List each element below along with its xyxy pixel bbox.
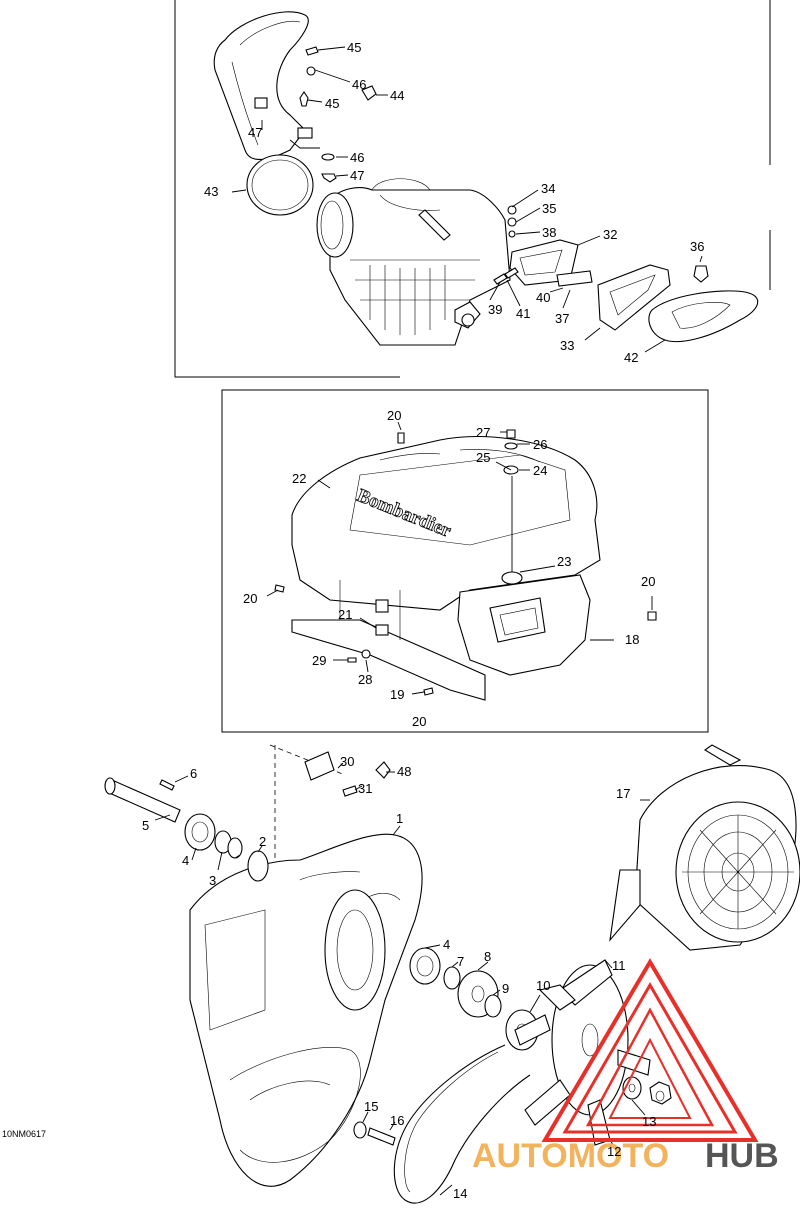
cover-assembly-frame: Bombardier <box>221 389 709 733</box>
callout-33: 33 <box>560 338 574 353</box>
callout-10: 10 <box>536 978 550 993</box>
callout-45: 45 <box>347 40 361 55</box>
mounting-bracket <box>291 580 486 701</box>
callout-19: 19 <box>390 687 404 702</box>
callout-26: 26 <box>533 437 547 452</box>
callout-29: 29 <box>312 653 326 668</box>
watermark-logo-icon <box>541 958 759 1142</box>
callout-38: 38 <box>542 225 556 240</box>
fan-shroud <box>609 744 800 951</box>
callout-20: 20 <box>412 714 426 729</box>
callout-7: 7 <box>457 954 464 969</box>
air-duct-parts <box>493 205 759 343</box>
callout-4: 4 <box>182 853 189 868</box>
engine-assembly-frame <box>174 0 771 378</box>
callout-32: 32 <box>603 227 617 242</box>
callout-3: 3 <box>209 873 216 888</box>
callout-16: 16 <box>390 1113 404 1128</box>
callout-37: 37 <box>555 311 569 326</box>
drive-belt-ring <box>246 154 314 216</box>
leader-lines-top <box>231 46 703 353</box>
callout-5: 5 <box>142 818 149 833</box>
callout-47: 47 <box>248 125 262 140</box>
nut-washer <box>622 1076 672 1105</box>
callout-6: 6 <box>190 766 197 781</box>
callout-46: 46 <box>352 77 366 92</box>
watermark-text-part1: AUTOMOTO <box>472 1137 669 1175</box>
bolt-hardware <box>304 751 396 1146</box>
callout-24: 24 <box>533 463 547 478</box>
callout-22: 22 <box>292 471 306 486</box>
drive-belt <box>393 1044 531 1204</box>
callout-39: 39 <box>488 302 502 317</box>
callout-1: 1 <box>396 811 403 826</box>
callout-2: 2 <box>259 834 266 849</box>
callout-48: 48 <box>397 764 411 779</box>
callout-labels: 45 46 44 45 47 46 47 43 34 35 38 32 36 4… <box>2 40 704 1201</box>
diagram-code: 10NM0617 <box>2 1129 46 1139</box>
callout-46: 46 <box>350 150 364 165</box>
callout-8: 8 <box>484 949 491 964</box>
callout-13: 13 <box>642 1114 656 1129</box>
callout-40: 40 <box>536 290 550 305</box>
leader-lines-middle <box>266 421 653 695</box>
fan-housing <box>189 833 423 1187</box>
callout-41: 41 <box>516 306 530 321</box>
bracket-hardware <box>299 46 377 183</box>
callout-11: 11 <box>612 958 626 973</box>
callout-42: 42 <box>624 350 638 365</box>
watermark-text-part2: HUB <box>705 1137 779 1175</box>
callout-20: 20 <box>387 408 401 423</box>
callout-47: 47 <box>350 168 364 183</box>
callout-18: 18 <box>625 632 639 647</box>
callout-43: 43 <box>204 184 218 199</box>
engine-block <box>316 178 511 346</box>
callout-35: 35 <box>542 201 556 216</box>
callout-34: 34 <box>541 181 555 196</box>
callout-28: 28 <box>358 672 372 687</box>
callout-31: 31 <box>358 781 372 796</box>
callout-25: 25 <box>476 450 490 465</box>
callout-14: 14 <box>453 1186 467 1201</box>
callout-20: 20 <box>243 591 257 606</box>
leader-lines-bottom <box>154 762 650 1196</box>
fan-assembly <box>104 744 800 1204</box>
callout-36: 36 <box>690 239 704 254</box>
engine-cover: Bombardier <box>291 436 601 611</box>
callout-12: 12 <box>607 1144 621 1159</box>
callout-27: 27 <box>476 425 490 440</box>
callout-23: 23 <box>557 554 571 569</box>
callout-45: 45 <box>325 96 339 111</box>
side-panel <box>457 574 591 676</box>
callout-44: 44 <box>390 88 404 103</box>
callout-9: 9 <box>502 981 509 996</box>
callout-4: 4 <box>443 937 450 952</box>
axle-shaft <box>104 777 269 882</box>
belt-guard-bracket <box>213 11 313 160</box>
watermark: AUTOMOTO HUB <box>472 958 779 1175</box>
callout-21: 21 <box>338 607 352 622</box>
callout-20: 20 <box>641 574 655 589</box>
callout-30: 30 <box>340 754 354 769</box>
callout-15: 15 <box>364 1099 378 1114</box>
callout-17: 17 <box>616 786 630 801</box>
